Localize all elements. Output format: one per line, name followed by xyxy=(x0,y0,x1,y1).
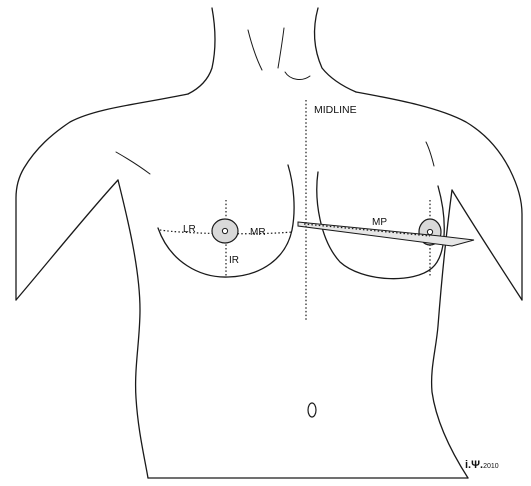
left-torso-contour xyxy=(118,180,148,478)
lr-label: LR xyxy=(183,224,196,235)
left-nipple xyxy=(222,228,227,233)
right-axilla-contour xyxy=(452,190,522,300)
signature: i.Ψ.2010 xyxy=(465,459,499,471)
sternocleidomastoid-right xyxy=(278,28,284,68)
neck-right-contour xyxy=(315,8,356,92)
right-shoulder-arm-contour xyxy=(356,92,522,300)
mp-label: MP xyxy=(372,217,387,228)
ir-label: IR xyxy=(229,255,239,266)
right-pectoral-fold xyxy=(426,142,434,166)
signature-year: 2010 xyxy=(483,463,499,470)
navel xyxy=(308,403,316,417)
left-axilla-contour xyxy=(16,180,118,300)
suprasternal-notch xyxy=(285,72,310,79)
neck-left-contour xyxy=(188,8,215,94)
mr-label: MR xyxy=(250,227,266,238)
left-pectoral-fold xyxy=(116,152,150,174)
right-nipple xyxy=(427,229,432,234)
signature-mark: i.Ψ. xyxy=(465,459,483,471)
midline-label: MIDLINE xyxy=(314,104,357,116)
sternocleidomastoid-left xyxy=(248,30,262,70)
